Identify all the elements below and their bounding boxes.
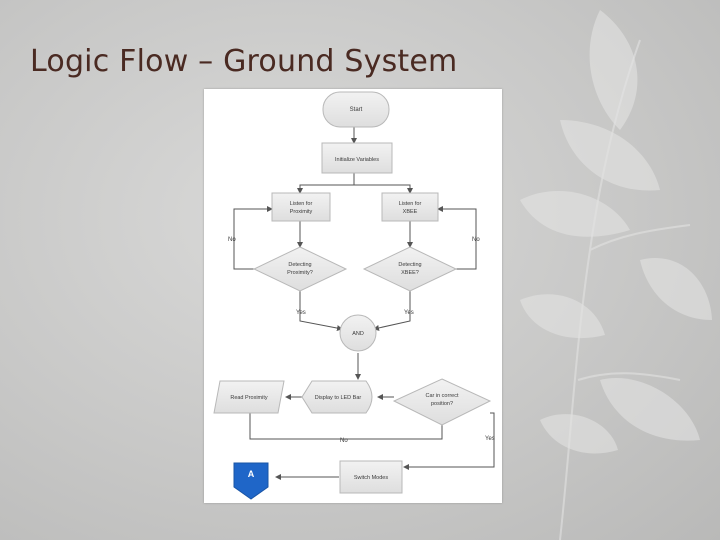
listen-proximity-box: [271, 192, 331, 222]
initialize-variables-box: [321, 142, 393, 174]
read-proximity-label: Read Proximity: [230, 395, 268, 401]
initialize-variables-label: Initialize Variables: [335, 157, 379, 163]
detecting-proximity-label-line1: Detecting: [288, 262, 311, 268]
edge-label-yes-position: Yes: [485, 436, 495, 442]
edge-label-yes-right: Yes: [404, 310, 414, 316]
listen-proximity-label-line2: Proximity: [290, 209, 313, 215]
display-led-bar-box: [301, 380, 373, 414]
and-junction-label: AND: [352, 331, 364, 337]
switch-modes-box: [339, 460, 403, 494]
edge-label-yes-left: Yes: [296, 310, 306, 316]
flowchart-panel: Start Initialize Variables Listen for Pr…: [204, 89, 502, 503]
read-proximity-box: [213, 380, 285, 414]
listen-proximity-label-line1: Listen for: [290, 201, 313, 207]
connector-a-label: A: [248, 469, 255, 479]
correct-position-label-line2: position?: [431, 401, 453, 407]
switch-modes-label: Switch Modes: [354, 475, 388, 481]
edge-label-no-left: No: [228, 237, 236, 243]
detecting-xbee-decision: [362, 246, 458, 292]
start-label: Start: [350, 107, 363, 113]
correct-position-label-line1: Car in correct: [425, 393, 458, 399]
listen-xbee-box: [381, 192, 439, 222]
listen-xbee-label-line2: XBEE: [403, 209, 418, 215]
detecting-proximity-decision: [252, 246, 348, 292]
detecting-xbee-label-line1: Detecting: [398, 262, 421, 268]
detecting-xbee-label-line2: XBEE?: [401, 270, 419, 276]
edge-label-no-bottom: No: [340, 438, 348, 444]
and-junction: [339, 314, 377, 352]
correct-position-decision: [392, 378, 492, 426]
listen-xbee-label-line1: Listen for: [399, 201, 422, 207]
flow-connectors: [233, 127, 495, 480]
display-led-bar-label: Display to LED Bar: [315, 395, 362, 401]
detecting-proximity-label-line2: Proximity?: [287, 270, 313, 276]
flowchart-diagram: Start Initialize Variables Listen for Pr…: [213, 91, 495, 500]
connector-a-icon: [233, 462, 269, 500]
start-node: [322, 91, 390, 128]
edge-label-no-right: No: [472, 237, 480, 243]
slide-title: Logic Flow – Ground System: [30, 44, 458, 79]
